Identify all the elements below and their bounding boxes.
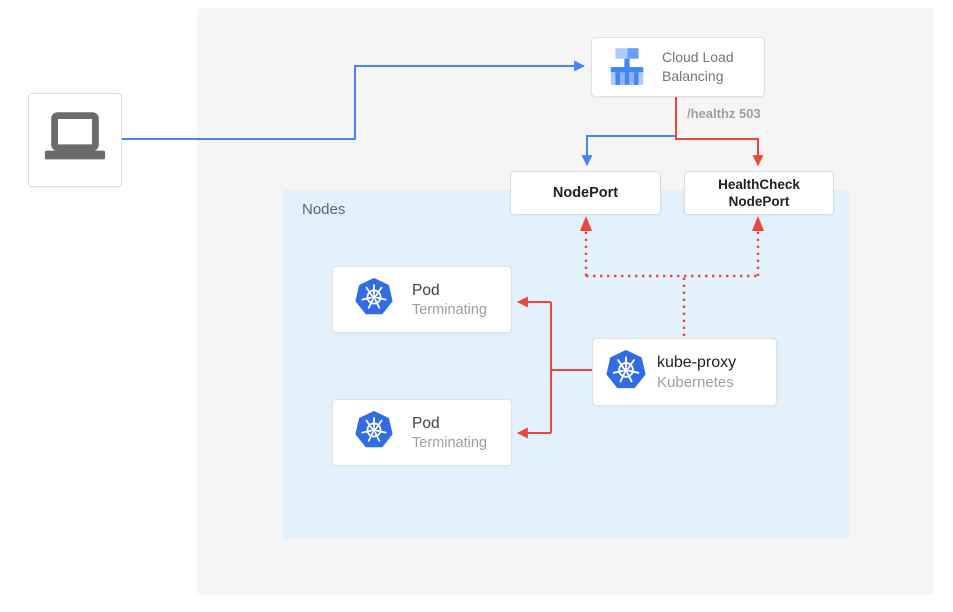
pod-status: Terminating xyxy=(412,434,487,451)
healthcheck-nodeport-line1: HealthCheck xyxy=(718,177,800,192)
nodeport-card: NodePort xyxy=(510,171,661,215)
healthz-status-label: /healthz 503 xyxy=(687,106,761,121)
pod-card-2: Pod Terminating xyxy=(332,399,512,466)
cloud-load-balancing-label: Cloud Load Balancing xyxy=(662,49,734,84)
kube-proxy-title: kube-proxy xyxy=(657,353,737,371)
kube-proxy-subtitle: Kubernetes xyxy=(657,373,734,391)
pod-title: Pod xyxy=(412,281,440,299)
laptop-icon xyxy=(40,110,110,171)
cloud-load-balancing-card: Cloud Load Balancing xyxy=(591,37,765,97)
nodeport-label: NodePort xyxy=(552,185,619,201)
client-device-card xyxy=(28,93,122,187)
kube-proxy-card: kube-proxy Kubernetes xyxy=(592,338,777,406)
healthcheck-nodeport-line2: NodePort xyxy=(728,194,790,209)
pod-status: Terminating xyxy=(412,301,487,318)
cloud-load-balancing-icon xyxy=(605,45,649,90)
pod-card-1: Pod Terminating xyxy=(332,266,512,333)
kubernetes-icon xyxy=(606,349,646,395)
nodes-group-label: Nodes xyxy=(302,201,346,218)
healthcheck-nodeport-card: HealthCheck NodePort xyxy=(684,171,834,215)
kubernetes-icon xyxy=(355,278,393,321)
pod-title: Pod xyxy=(412,414,440,432)
kubernetes-icon xyxy=(355,411,393,454)
